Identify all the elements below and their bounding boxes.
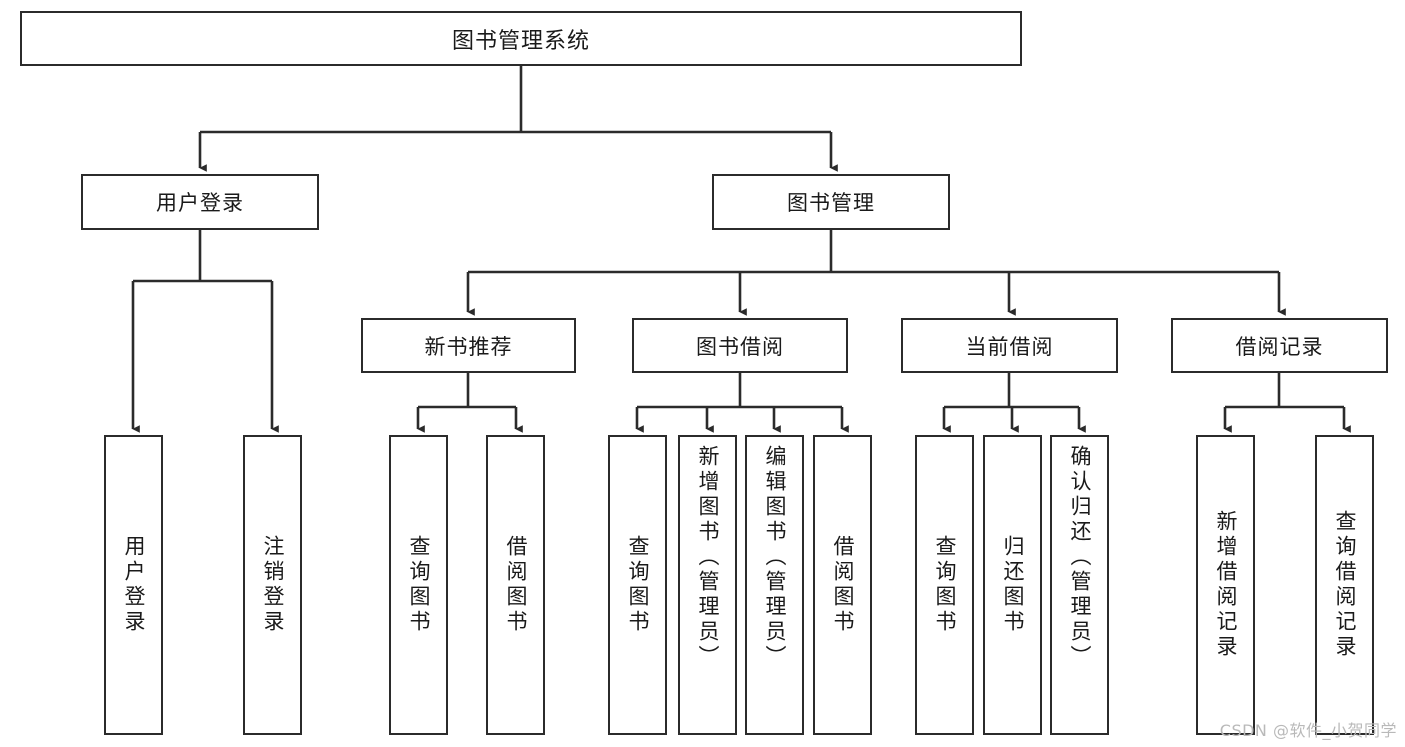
leaf-logout[interactable]: 注销登录 bbox=[243, 435, 302, 735]
leaf-return-book-label: 归还图书 bbox=[1001, 535, 1025, 635]
node-borrow-record-label: 借阅记录 bbox=[1235, 334, 1324, 359]
node-user-login-label: 用户登录 bbox=[156, 191, 244, 215]
leaf-query-record-label: 查询借阅记录 bbox=[1333, 510, 1357, 660]
leaf-borrow-book-2-label: 借阅图书 bbox=[831, 535, 855, 635]
leaf-query-book-3-label: 查询图书 bbox=[933, 535, 957, 635]
node-root-label: 图书管理系统 bbox=[451, 28, 590, 54]
leaf-query-book-3[interactable]: 查询图书 bbox=[915, 435, 974, 735]
leaf-user-login[interactable]: 用户登录 bbox=[104, 435, 163, 735]
leaf-user-login-label: 用户登录 bbox=[122, 535, 146, 635]
node-book-borrow[interactable]: 图书借阅 bbox=[632, 318, 848, 373]
node-book-borrow-label: 图书借阅 bbox=[696, 334, 784, 359]
leaf-edit-book[interactable]: 编辑图书（管理员） bbox=[745, 435, 804, 735]
leaf-add-record[interactable]: 新增借阅记录 bbox=[1196, 435, 1255, 735]
leaf-return-book[interactable]: 归还图书 bbox=[983, 435, 1042, 735]
node-current-borrow-label: 当前借阅 bbox=[965, 334, 1054, 359]
leaf-add-record-label: 新增借阅记录 bbox=[1214, 510, 1238, 660]
leaf-query-book-2-label: 查询图书 bbox=[626, 535, 650, 635]
node-current-borrow[interactable]: 当前借阅 bbox=[901, 318, 1118, 373]
leaf-edit-book-label: 编辑图书（管理员） bbox=[763, 445, 787, 670]
node-book-manage[interactable]: 图书管理 bbox=[712, 174, 950, 230]
leaf-borrow-book-1[interactable]: 借阅图书 bbox=[486, 435, 545, 735]
leaf-query-book-1-label: 查询图书 bbox=[407, 535, 431, 635]
leaf-borrow-book-2[interactable]: 借阅图书 bbox=[813, 435, 872, 735]
leaf-add-book[interactable]: 新增图书（管理员） bbox=[678, 435, 737, 735]
node-new-book-recommend[interactable]: 新书推荐 bbox=[361, 318, 576, 373]
leaf-add-book-label: 新增图书（管理员） bbox=[696, 445, 720, 670]
leaf-query-book-1[interactable]: 查询图书 bbox=[389, 435, 448, 735]
leaf-query-book-2[interactable]: 查询图书 bbox=[608, 435, 667, 735]
leaf-borrow-book-1-label: 借阅图书 bbox=[504, 535, 528, 635]
leaf-query-record[interactable]: 查询借阅记录 bbox=[1315, 435, 1374, 735]
node-root[interactable]: 图书管理系统 bbox=[20, 11, 1022, 66]
leaf-confirm-return[interactable]: 确认归还（管理员） bbox=[1050, 435, 1109, 735]
leaf-confirm-return-label: 确认归还（管理员） bbox=[1068, 445, 1092, 670]
node-book-manage-label: 图书管理 bbox=[787, 191, 875, 215]
csdn-watermark: CSDN @软件_小贺同学 bbox=[1219, 721, 1397, 740]
node-user-login[interactable]: 用户登录 bbox=[81, 174, 319, 230]
node-borrow-record[interactable]: 借阅记录 bbox=[1171, 318, 1388, 373]
leaf-logout-label: 注销登录 bbox=[261, 535, 285, 635]
node-new-book-recommend-label: 新书推荐 bbox=[424, 334, 513, 359]
